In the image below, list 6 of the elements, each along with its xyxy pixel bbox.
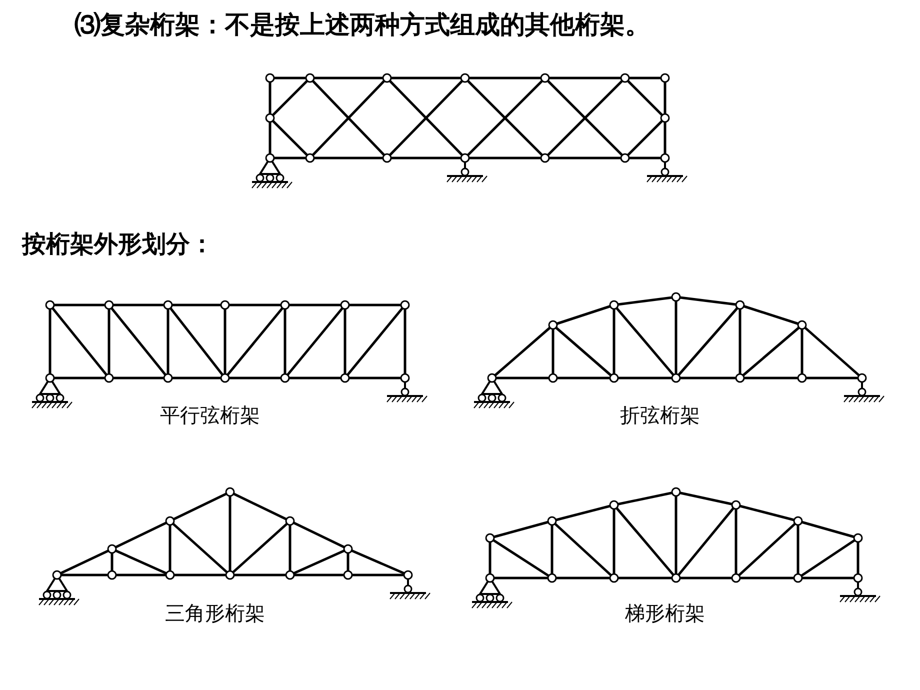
- caption: 三角形桁架: [165, 600, 265, 627]
- caption: 平行弦桁架: [160, 402, 260, 429]
- caption: 折弦桁架: [620, 402, 700, 429]
- caption: 梯形桁架: [625, 600, 705, 627]
- heading: ⑶复杂桁架：不是按上述两种方式组成的其他桁架。: [75, 9, 650, 41]
- section-heading: 按桁架外形划分：: [22, 229, 214, 260]
